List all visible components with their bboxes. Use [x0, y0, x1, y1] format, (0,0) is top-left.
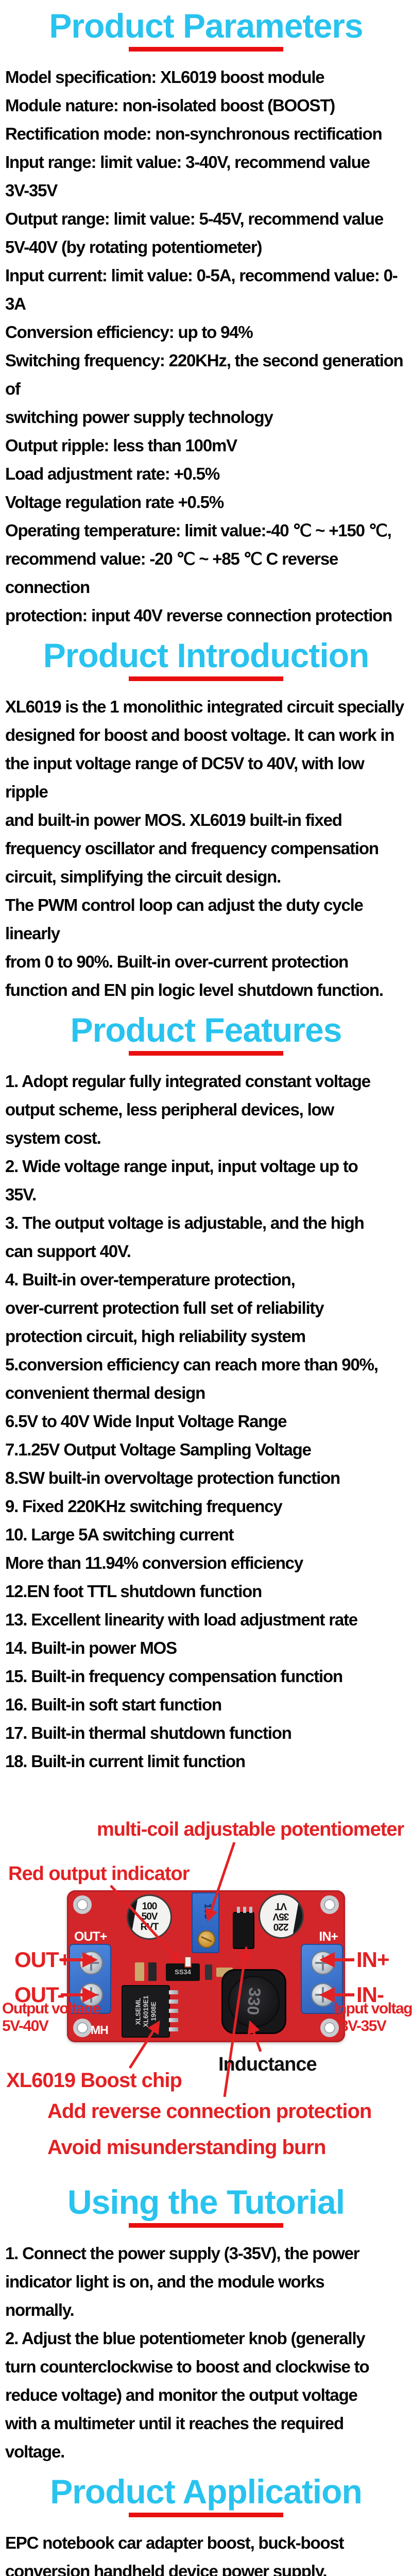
terminal-screw: [79, 1951, 103, 1975]
section-title-application: Product Application: [50, 2472, 363, 2511]
label-output-range: 5V-40V: [2, 2017, 49, 2035]
silkscreen-in-plus: IN+: [319, 1929, 338, 1944]
section-title-tutorial: Using the Tutorial: [67, 2182, 345, 2221]
label-input-voltage: Input voltage: [334, 1999, 412, 2017]
title-underline: [129, 46, 283, 52]
trimpot-screw: [198, 1930, 215, 1948]
smd-component: [205, 1964, 212, 1980]
chip-pins: [169, 1990, 178, 2037]
output-capacitor: 100 50V RVT: [127, 1894, 172, 1940]
capacitor-marking: 100 50V RVT: [140, 1901, 159, 1933]
label-boost-chip: XL6019 Boost chip: [6, 2069, 182, 2092]
terminal-screw: [311, 1951, 335, 1975]
mounting-hole: [320, 1895, 339, 1914]
output-indicator-led: [184, 1956, 192, 1968]
label-output-voltage: Output voltage: [2, 1999, 101, 2017]
inductor: 330: [221, 1969, 286, 2034]
section-title-features: Product Features: [70, 1010, 342, 1049]
mounting-hole: [73, 2018, 92, 2037]
diode: SS34: [166, 1963, 200, 1981]
label-out-minus: OUT-: [14, 1982, 64, 2007]
mounting-hole: [73, 1895, 92, 1914]
tutorial-text: 1. Connect the power supply (3-35V), the…: [5, 2243, 370, 2461]
reverse-protection-transistor: [233, 1906, 254, 1949]
title-underline: [129, 1050, 283, 1056]
introduction-text: XL6019 is the 1 monolithic integrated ci…: [5, 697, 404, 999]
pcb-board: OUT+ IN+ OUT- IN- MH 100 50V RVT 220 35V…: [67, 1890, 345, 2042]
mounting-hole: [320, 2018, 339, 2037]
module-photo-annotated: multi-coil adjustable potentiometer Red …: [0, 1785, 412, 2176]
inductor-marking: 330: [244, 1987, 265, 2016]
silkscreen-mh: MH: [91, 2023, 109, 2037]
smd-component: [135, 1962, 144, 1981]
title-underline: [129, 2223, 283, 2228]
silkscreen-out-plus: OUT+: [74, 1929, 107, 1944]
label-inductance: Inductance: [218, 2053, 317, 2075]
trimpot-marking: 103: [202, 1903, 213, 1919]
label-out-plus: OUT+: [14, 1947, 71, 1972]
potentiometer: 103: [192, 1892, 219, 1953]
diode-marking: SS34: [175, 1968, 191, 1976]
smd-component: [148, 1962, 157, 1981]
input-capacitor: 220 35V VT: [259, 1893, 304, 1939]
terminal-screw: [311, 1982, 335, 2007]
section-title-introduction: Product Introduction: [43, 636, 370, 674]
features-text: 1. Adopt regular fully integrated consta…: [5, 1071, 379, 1771]
label-avoid-burn: Avoid misunderstanding burn: [47, 2136, 326, 2159]
application-text: EPC notebook car adapter boost, buck-boo…: [5, 2533, 345, 2576]
label-potentiometer: multi-coil adjustable potentiometer: [97, 1818, 404, 1840]
label-output-indicator: Red output indicator: [8, 1862, 190, 1885]
xl6019-chip: XLSEML XL6019E1 1908E: [122, 1985, 178, 2038]
chip-marking: XLSEML XL6019E1 1908E: [134, 1995, 158, 2027]
label-input-range: 3V-35V: [340, 2017, 387, 2035]
label-in-minus: IN-: [356, 1982, 384, 2007]
capacitor-marking: 220 35V VT: [273, 1900, 289, 1932]
title-underline: [129, 2512, 283, 2517]
title-underline: [129, 676, 283, 681]
section-title-parameters: Product Parameters: [49, 7, 363, 45]
parameters-text: Model specification: XL6019 boost module…: [5, 67, 404, 625]
label-reverse-protection: Add reverse connection protection: [47, 2099, 372, 2123]
label-in-plus: IN+: [356, 1947, 390, 1972]
